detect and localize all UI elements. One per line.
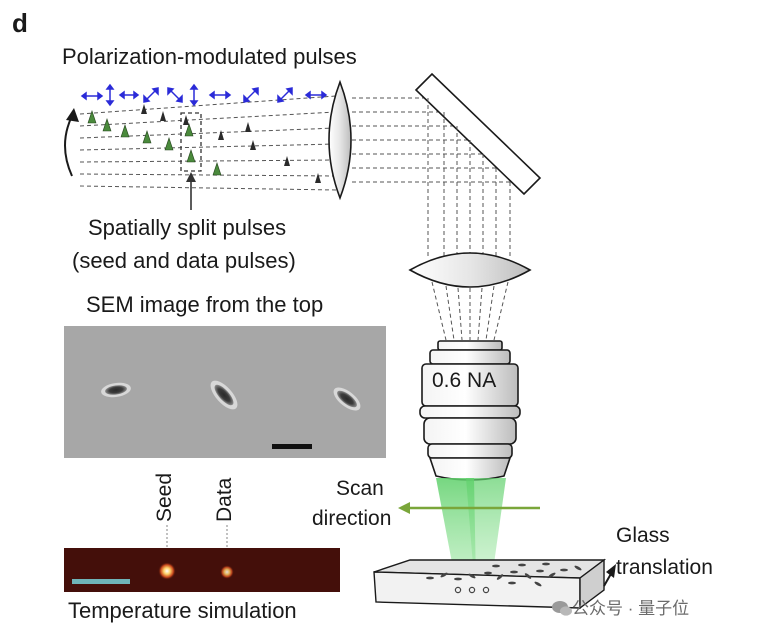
label-glass: Glass	[616, 524, 670, 547]
beam-lines-input	[79, 95, 337, 191]
label-seed-and-data: (seed and data pulses)	[72, 248, 296, 273]
label-data: Data	[213, 477, 236, 522]
mirror	[414, 72, 542, 196]
label-temperature-simulation: Temperature simulation	[68, 598, 297, 623]
wechat-icon	[552, 601, 572, 616]
collimating-lens	[328, 79, 352, 201]
beam-lines-objective	[431, 281, 509, 341]
objective-lens	[419, 340, 521, 481]
polarization-arrows	[80, 83, 328, 107]
label-scan: Scan	[336, 477, 384, 500]
temperature-simulation-image	[64, 548, 340, 592]
scan-direction-arrow	[398, 502, 540, 514]
split-pointer-arrow	[186, 172, 196, 210]
laser-beams	[436, 478, 506, 584]
data-pulses	[141, 104, 321, 183]
seed-pulses	[87, 110, 222, 176]
beam-lines-down	[427, 98, 511, 258]
focusing-lens	[408, 252, 532, 288]
split-pulse-box	[180, 112, 202, 172]
sem-image	[64, 326, 386, 458]
label-direction: direction	[312, 507, 392, 530]
glass-voxel-marks	[426, 562, 582, 587]
label-sem-image: SEM image from the top	[86, 292, 324, 317]
title-polarization-pulses: Polarization-modulated pulses	[62, 44, 357, 69]
glass-focus-spots	[454, 586, 490, 594]
label-translation: translation	[616, 556, 713, 579]
glass-translation-arrow	[603, 564, 616, 587]
beam-lines-to-mirror	[352, 97, 510, 183]
label-spatially-split: Spatially split pulses	[88, 215, 287, 240]
watermark-text: 公众号 · 量子位	[572, 599, 690, 618]
rotation-arrow-icon	[64, 108, 79, 177]
panel-letter: d	[12, 8, 28, 38]
label-seed: Seed	[153, 472, 176, 522]
glass-slab	[373, 558, 607, 610]
label-numerical-aperture: 0.6 NA	[432, 369, 497, 392]
